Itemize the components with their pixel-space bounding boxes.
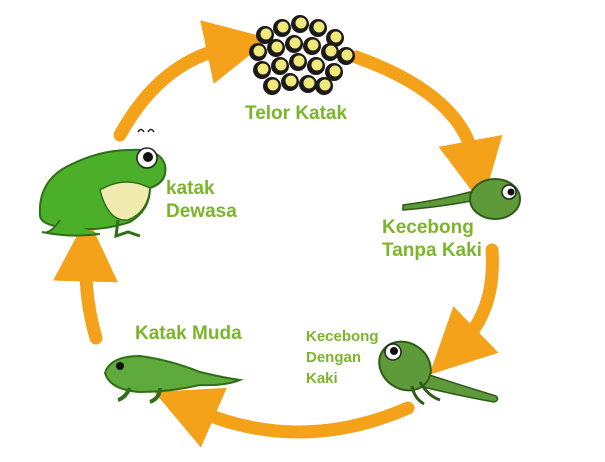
egg-yolk [257,63,269,75]
label-line: Kecebong [306,328,379,345]
stage-label-eggs: Telor Katak [245,102,347,125]
arrow-tadpole-to-legged-tadpole [429,243,499,375]
egg-yolk [311,59,323,71]
label-line: Katak Muda [135,323,242,344]
egg-yolk [295,17,307,29]
egg-yolk [307,39,319,51]
stage-label-adult-frog: katak Dewasa [166,177,237,223]
arrow-young-frog-to-adult [53,216,118,345]
stage-label-young-frog: Katak Muda [135,322,242,345]
frog-eggs-illustration [249,15,355,95]
egg-yolk [289,37,301,49]
arrow-eggs-to-tadpole [349,50,503,205]
adult-frog-illustration [38,128,167,239]
egg-yolk [271,41,283,53]
egg-yolk [275,59,287,71]
egg-yolk [341,49,353,61]
egg-yolk [253,45,265,57]
arrow-adult-to-eggs [113,20,271,142]
arrow-legged-tadpole-to-young-frog [154,387,415,448]
stage-label-tadpole-no-legs: Kecebong Tanpa Kaki [382,216,482,262]
label-line: katak [166,178,215,199]
egg-yolk [267,79,279,91]
egg-yolk [277,21,289,33]
tadpole-with-legs-illustration [378,340,499,406]
egg-yolk [329,65,341,77]
egg-yolk [293,55,305,67]
label-line: Tanpa Kaki [382,240,482,261]
label-line: Telor Katak [245,103,348,124]
label-line: Dengan [306,349,362,366]
label-line: Kecebong [382,217,474,238]
tadpole-no-legs-illustration [402,178,521,220]
stage-label-tadpole-with-legs: Kecebong Dengan Kaki [306,326,379,389]
egg-yolk [303,77,315,89]
egg-yolk [313,21,325,33]
label-line: Kaki [306,370,338,387]
egg-yolk [325,45,337,57]
young-frog-illustration [103,354,244,404]
egg-yolk [319,79,331,91]
egg-yolk [285,75,297,87]
egg-yolk [330,31,342,43]
label-line: Dewasa [166,201,237,222]
egg-yolk [260,28,272,40]
